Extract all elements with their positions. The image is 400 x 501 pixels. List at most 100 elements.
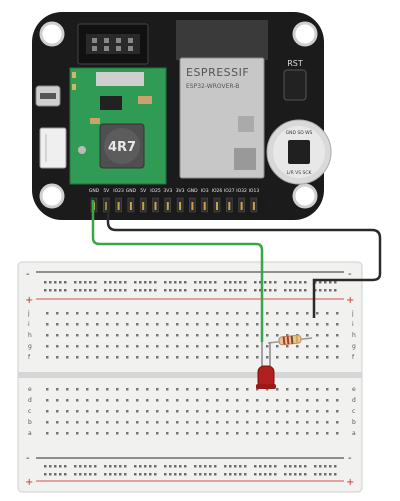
rail-hole	[114, 473, 117, 476]
rail-hole	[244, 289, 247, 292]
rail-hole	[274, 289, 277, 292]
breadboard-hole	[56, 312, 59, 315]
row-letter: h	[352, 332, 356, 339]
rail-hole	[119, 281, 122, 284]
rail-hole	[329, 473, 332, 476]
top-rail-plus-label: +	[25, 295, 33, 306]
breadboard-hole	[276, 356, 279, 359]
breadboard-hole	[136, 312, 139, 315]
breadboard-hole	[196, 312, 199, 315]
reset-button[interactable]	[283, 69, 307, 101]
breadboard-hole	[96, 345, 99, 348]
terminal-strip-bottom	[46, 388, 339, 435]
breadboard-hole	[266, 432, 269, 435]
rail-hole	[334, 473, 337, 476]
row-letter: a	[352, 430, 356, 437]
header-pin-metal	[105, 202, 108, 210]
breadboard-hole	[206, 323, 209, 326]
breadboard-hole	[296, 388, 299, 391]
breadboard-hole	[166, 356, 169, 359]
rail-hole	[204, 473, 207, 476]
module-brand: ESPRESSIF	[186, 66, 249, 79]
breadboard-hole	[326, 432, 329, 435]
rail-hole	[139, 289, 142, 292]
breadboard-hole	[146, 388, 149, 391]
rail-hole	[54, 465, 57, 468]
breadboard-hole	[206, 312, 209, 315]
breadboard-hole	[236, 388, 239, 391]
rail-hole	[109, 289, 112, 292]
rail-hole	[114, 281, 117, 284]
rail-hole	[304, 281, 307, 284]
breadboard-hole	[46, 323, 49, 326]
row-letter: i	[28, 321, 30, 328]
breadboard-hole	[186, 399, 189, 402]
rail-hole	[109, 473, 112, 476]
breadboard-hole	[246, 334, 249, 337]
rail-hole	[164, 465, 167, 468]
rail-hole	[289, 289, 292, 292]
breadboard-hole	[256, 432, 259, 435]
breadboard-hole	[286, 312, 289, 315]
rail-hole	[74, 465, 77, 468]
breadboard-hole	[106, 312, 109, 315]
breadboard-hole	[166, 410, 169, 413]
breadboard-hole	[96, 312, 99, 315]
rail-hole	[324, 289, 327, 292]
rail-hole	[269, 289, 272, 292]
breadboard-hole	[196, 345, 199, 348]
rail-hole	[324, 465, 327, 468]
rail-hole	[49, 473, 52, 476]
header-pin-metal	[216, 202, 218, 210]
rail-hole	[254, 465, 257, 468]
breadboard-hole	[116, 334, 119, 337]
rail-hole	[179, 473, 182, 476]
ic-chip	[100, 96, 122, 110]
breadboard-hole	[246, 432, 249, 435]
breadboard-hole	[336, 345, 339, 348]
breadboard-hole	[116, 345, 119, 348]
module-logo	[238, 116, 254, 132]
rail-hole	[209, 289, 212, 292]
breadboard-hole	[306, 388, 309, 391]
breadboard-hole	[56, 410, 59, 413]
rail-hole	[259, 465, 262, 468]
breadboard-hole	[126, 356, 129, 359]
breadboard-hole	[336, 334, 339, 337]
header-pin-label: GND	[187, 188, 198, 194]
breadboard-hole	[216, 356, 219, 359]
module-model: ESP32-WROVER-B	[186, 83, 239, 90]
breadboard-hole	[236, 410, 239, 413]
rail-hole	[274, 281, 277, 284]
rail-hole	[319, 465, 322, 468]
rail-hole	[119, 289, 122, 292]
rail-hole	[154, 281, 157, 284]
top-rail-plus-label-right: +	[346, 295, 354, 306]
row-letter: e	[352, 386, 356, 393]
breadboard-hole	[146, 334, 149, 337]
breadboard-hole	[276, 345, 279, 348]
rail-hole	[139, 473, 142, 476]
resistor-band-4	[295, 335, 299, 344]
rail-hole	[79, 465, 82, 468]
rail-hole	[89, 289, 92, 292]
esp32-module: ESPRESSIF ESP32-WROVER-B	[176, 20, 268, 179]
breadboard-hole	[246, 388, 249, 391]
rail-hole	[239, 473, 242, 476]
breadboard-hole	[86, 410, 89, 413]
breadboard-hole	[206, 334, 209, 337]
breadboard-hole	[256, 356, 259, 359]
breadboard-hole	[156, 388, 159, 391]
bottom-rail-plus-label: +	[25, 477, 33, 488]
breadboard-hole	[266, 356, 269, 359]
rail-hole	[214, 473, 217, 476]
rail-hole	[154, 465, 157, 468]
breadboard-hole	[326, 312, 329, 315]
header-pin-label: IO27	[224, 188, 235, 194]
header-pin-label: 5V	[103, 188, 110, 194]
breadboard-hole	[116, 399, 119, 402]
rail-hole	[154, 473, 157, 476]
smd-resistor	[90, 118, 100, 124]
rail-hole	[224, 473, 227, 476]
